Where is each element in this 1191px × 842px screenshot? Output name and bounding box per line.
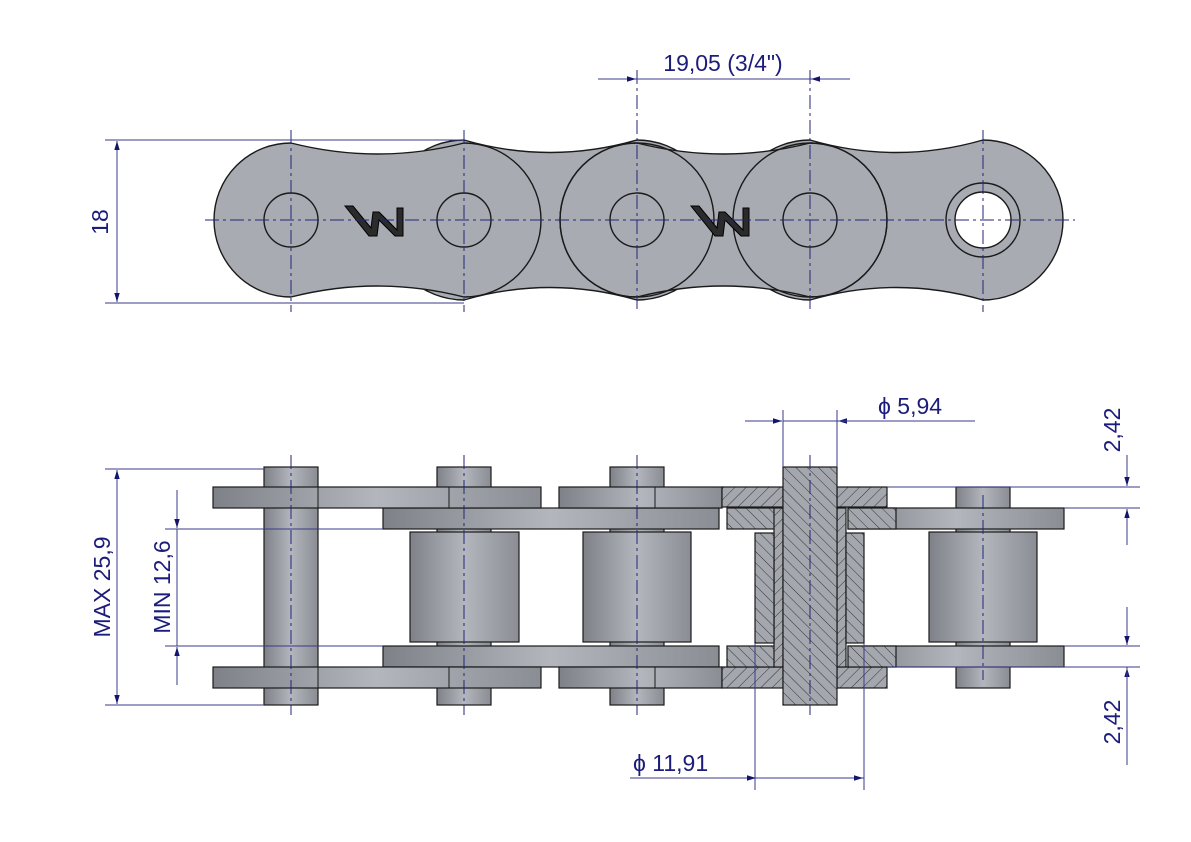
dim-plate-height: 18: [87, 209, 113, 235]
logo-w-icon: [689, 205, 750, 237]
outer-plate-side: [212, 486, 542, 509]
dim-roller-diameter: ϕ 11,91: [633, 750, 708, 776]
dim-plate-thickness-top: 2,42: [1099, 408, 1125, 453]
inner-plate-side: [382, 507, 720, 530]
bushing-section: [773, 507, 784, 668]
logo-w-icon: [343, 205, 404, 237]
dim-max-width: MAX 25,9: [89, 537, 115, 638]
dim-pin-diameter: ϕ 5,94: [878, 393, 942, 419]
dim-min-inner-width: MIN 12,6: [149, 540, 175, 633]
inner-plate-section: [726, 507, 776, 530]
dim-plate-thickness-bottom: 2,42: [1099, 700, 1125, 745]
outer-plate-section: [721, 666, 784, 689]
outer-plate-side: [212, 666, 542, 689]
top-view: 18 19,05 (3/4"): [87, 50, 1075, 312]
outer-plate-side: [558, 486, 723, 509]
inner-plate-section: [726, 645, 776, 668]
side-view: MAX 25,9 MIN 12,6 ϕ 5,94 ϕ 11,91 2,42 2,…: [89, 393, 1140, 790]
inner-plate-side: [382, 645, 720, 668]
outer-plate-section: [721, 486, 784, 508]
bushing-section: [836, 507, 847, 668]
inner-plate-section: [847, 645, 897, 668]
outer-plate-section: [836, 666, 888, 689]
outer-plate-side: [558, 666, 723, 689]
inner-plate-section: [847, 507, 897, 530]
roller-section: [754, 532, 775, 644]
section-view: [721, 466, 897, 706]
dim-pitch: 19,05 (3/4"): [663, 50, 782, 76]
outer-plate-section: [836, 486, 888, 508]
roller-section: [845, 532, 865, 644]
